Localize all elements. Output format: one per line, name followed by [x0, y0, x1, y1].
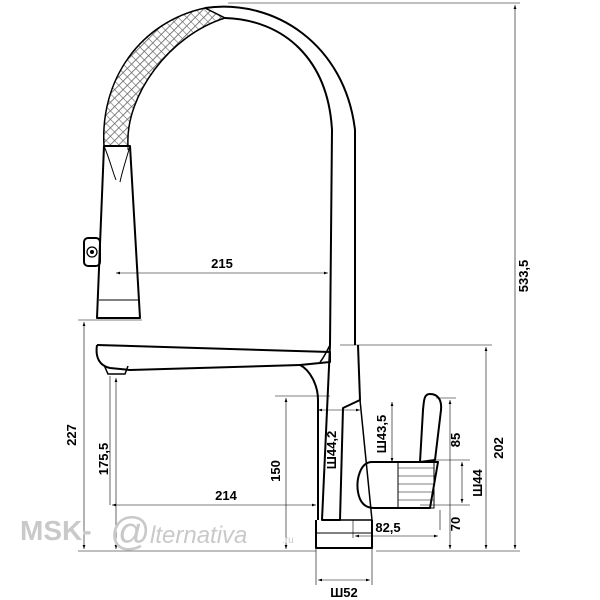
dim-height-202: 202 — [491, 437, 506, 459]
mixing-lever — [419, 393, 443, 463]
aerator — [103, 364, 129, 375]
watermark-brand: MSK- — [20, 515, 92, 546]
watermark-tld: .ru — [282, 535, 294, 546]
watermark-at: @ — [110, 510, 151, 554]
dim-base-height: 227 — [64, 424, 79, 446]
dim-spout-reach: 214 — [215, 488, 237, 503]
faucet-body — [321, 344, 361, 521]
dim-total-height: 533,5 — [516, 260, 531, 293]
dim-lever-70: 70 — [448, 517, 463, 531]
horizontal-spout — [96, 344, 331, 520]
dim-body-diameter: Ш44,2 — [324, 431, 339, 469]
dimension-labels: 533,5 215 227 175,5 214 150 Ш44,2 Ш43,5 … — [64, 256, 531, 600]
dim-lever-85: 85 — [448, 433, 463, 447]
gooseneck-spout-inner — [224, 17, 333, 346]
dim-side-diameter: Ш44 — [470, 468, 485, 496]
dim-height-150: 150 — [268, 460, 283, 482]
dim-lever-diameter: Ш43,5 — [374, 415, 389, 453]
gooseneck-spout — [204, 5, 356, 345]
dim-lever-offset: 82,5 — [375, 520, 400, 535]
watermark-rest: lternativa — [150, 522, 247, 549]
faucet-outline — [83, 5, 443, 549]
braided-hose — [103, 7, 228, 147]
extension-lines — [78, 2, 520, 585]
spray-button — [83, 237, 101, 267]
dimension-lines — [82, 4, 517, 582]
dim-outlet-height: 175,5 — [96, 443, 111, 476]
watermark: MSK- @ lternativa .ru — [20, 510, 294, 554]
dim-base-diameter: Ш52 — [330, 585, 358, 600]
spray-head — [96, 145, 141, 319]
lever-cartridge — [356, 461, 439, 509]
dim-hose-reach: 215 — [211, 256, 233, 271]
faucet-base — [315, 520, 373, 549]
